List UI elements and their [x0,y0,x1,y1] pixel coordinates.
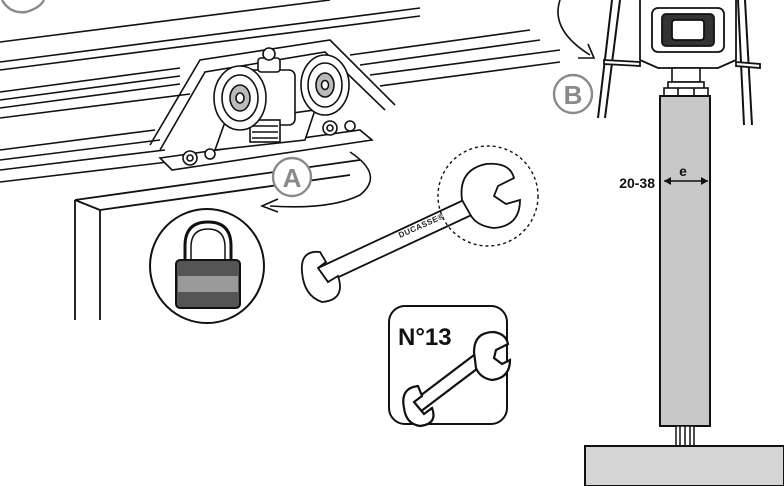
lock-icon [175,220,241,309]
thickness-range: 20-38 [619,175,655,191]
lock-badge [149,208,265,324]
wrench-icon [402,330,512,428]
rotate-arrow-icon [259,151,372,213]
callout-b: B [552,73,594,115]
roller-wheel-left [213,65,267,131]
wrench-size-label: N°13 [398,324,452,351]
thickness-dimension: e 20-38 [619,163,708,191]
track-profile [603,0,761,69]
svg-text:A: A [283,163,302,193]
hanger-bolt [663,67,709,97]
svg-text:B: B [564,80,583,110]
callout-a: A [271,156,313,198]
glass-panel-section [659,95,711,427]
callout-partial [0,0,46,14]
bottom-guide [675,425,695,447]
wrench-size-badge: N°13 [388,305,512,428]
floor-block [584,445,784,486]
roller-wheel-right [300,54,350,116]
wrench [300,145,539,303]
rotate-arrow-icon [557,0,596,59]
thickness-symbol: e [679,163,687,179]
